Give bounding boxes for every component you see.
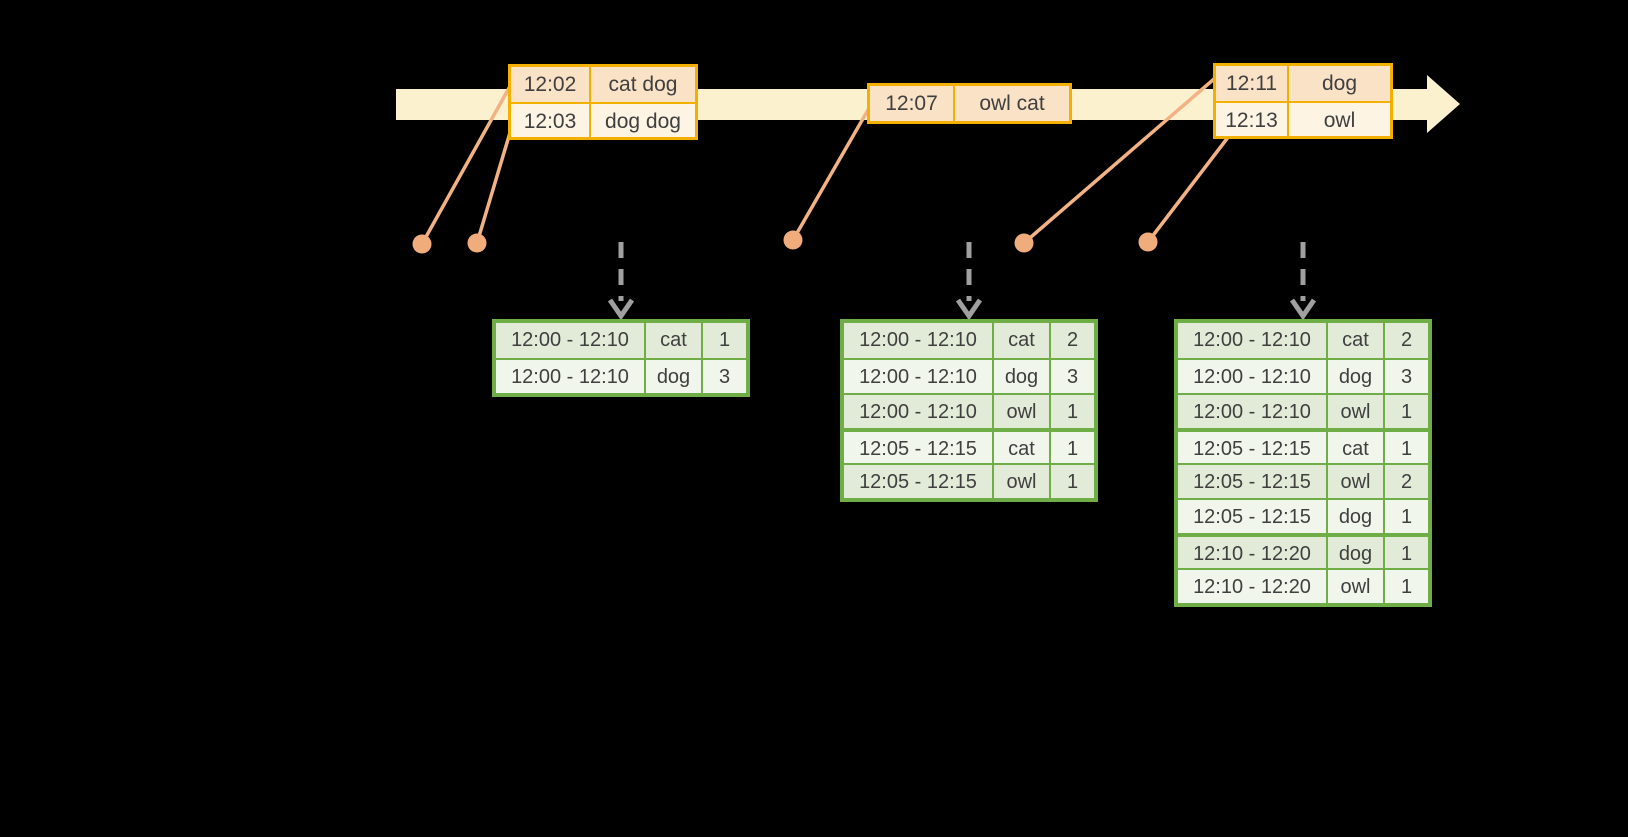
event-row: 12:11 dog bbox=[1216, 66, 1390, 101]
table-row: 12:00 - 12:10 cat 1 bbox=[496, 323, 746, 358]
window-cell: 12:05 - 12:15 bbox=[1178, 432, 1328, 467]
table-row: 12:05 - 12:15 owl 2 bbox=[1178, 463, 1428, 500]
window-cell: 12:05 - 12:15 bbox=[844, 432, 994, 467]
word-cell: owl bbox=[1328, 395, 1385, 430]
window-cell: 12:10 - 12:20 bbox=[1178, 570, 1328, 605]
window-cell: 12:00 - 12:10 bbox=[496, 323, 646, 358]
window-cell: 12:00 - 12:10 bbox=[844, 360, 994, 395]
event-dot-icon bbox=[1014, 233, 1034, 253]
word-cell: dog bbox=[1328, 537, 1385, 572]
window-cell: 12:05 - 12:15 bbox=[844, 465, 994, 500]
event-words: cat dog bbox=[608, 73, 678, 96]
count-cell: 1 bbox=[1066, 438, 1079, 460]
down-arrowhead-icon bbox=[607, 298, 635, 321]
window-cell: 12:00 - 12:10 bbox=[496, 360, 646, 395]
event-row: 12:02 cat dog bbox=[511, 67, 695, 102]
event-dot-icon bbox=[412, 234, 432, 254]
table-row: 12:00 - 12:10 dog 3 bbox=[496, 358, 746, 395]
word-cell: cat bbox=[1328, 432, 1385, 467]
count-cell: 3 bbox=[718, 366, 731, 388]
window-cell: 12:10 - 12:20 bbox=[1178, 537, 1328, 572]
event-row: 12:07 owl cat bbox=[870, 86, 1069, 121]
table-row: 12:05 - 12:15 dog 1 bbox=[1178, 498, 1428, 535]
event-time: 12:02 bbox=[511, 67, 591, 102]
table-row: 12:00 - 12:10 owl 1 bbox=[844, 393, 1094, 430]
word-cell: cat bbox=[994, 432, 1051, 467]
event-dot-icon bbox=[783, 230, 803, 250]
count-cell: 2 bbox=[1400, 471, 1413, 493]
word-cell: dog bbox=[646, 360, 703, 395]
window-cell: 12:05 - 12:15 bbox=[1178, 500, 1328, 535]
count-cell: 1 bbox=[1066, 401, 1079, 423]
leader-line bbox=[1022, 77, 1216, 245]
word-cell: dog bbox=[994, 360, 1051, 395]
word-cell: owl bbox=[994, 465, 1051, 500]
window-cell: 12:00 - 12:10 bbox=[844, 395, 994, 430]
count-cell: 1 bbox=[1400, 576, 1413, 598]
count-cell: 1 bbox=[1400, 506, 1413, 528]
event-box-1211: 12:11 dog 12:13 owl bbox=[1213, 63, 1393, 139]
event-words: owl cat bbox=[979, 92, 1045, 115]
count-cell: 2 bbox=[1400, 329, 1413, 351]
table-row: 12:05 - 12:15 cat 1 bbox=[844, 428, 1094, 467]
count-cell: 1 bbox=[1066, 471, 1079, 493]
count-cell: 1 bbox=[1400, 438, 1413, 460]
count-cell: 1 bbox=[1400, 401, 1413, 423]
word-cell: owl bbox=[994, 395, 1051, 430]
word-cell: owl bbox=[1328, 570, 1385, 605]
window-cell: 12:00 - 12:10 bbox=[1178, 360, 1328, 395]
table-row: 12:00 - 12:10 cat 2 bbox=[844, 323, 1094, 358]
count-cell: 1 bbox=[718, 329, 731, 351]
word-cell: dog bbox=[1328, 360, 1385, 395]
result-table-2: 12:00 - 12:10 cat 2 12:00 - 12:10 dog 3 … bbox=[840, 319, 1098, 502]
count-cell: 3 bbox=[1400, 366, 1413, 388]
table-row: 12:00 - 12:10 cat 2 bbox=[1178, 323, 1428, 358]
count-cell: 3 bbox=[1066, 366, 1079, 388]
window-cell: 12:00 - 12:10 bbox=[1178, 323, 1328, 358]
window-cell: 12:00 - 12:10 bbox=[844, 323, 994, 358]
table-row: 12:05 - 12:15 owl 1 bbox=[844, 463, 1094, 500]
leader-lines bbox=[420, 77, 1231, 246]
leader-line bbox=[1146, 134, 1231, 244]
table-row: 12:00 - 12:10 owl 1 bbox=[1178, 393, 1428, 430]
table-row: 12:05 - 12:15 cat 1 bbox=[1178, 428, 1428, 467]
timeline-arrowhead-icon bbox=[1427, 75, 1460, 133]
word-cell: cat bbox=[646, 323, 703, 358]
result-table-1: 12:00 - 12:10 cat 1 12:00 - 12:10 dog 3 bbox=[492, 319, 750, 397]
event-row: 12:13 owl bbox=[1216, 101, 1390, 138]
event-box-1202: 12:02 cat dog 12:03 dog dog bbox=[508, 64, 698, 140]
leader-line bbox=[420, 86, 511, 246]
result-table-3: 12:00 - 12:10 cat 2 12:00 - 12:10 dog 3 … bbox=[1174, 319, 1432, 607]
event-dot-icon bbox=[467, 233, 487, 253]
event-dot-icon bbox=[1138, 232, 1158, 252]
count-cell: 2 bbox=[1066, 329, 1079, 351]
event-time: 12:07 bbox=[870, 86, 955, 121]
event-time: 12:13 bbox=[1216, 103, 1289, 138]
table-row: 12:10 - 12:20 dog 1 bbox=[1178, 533, 1428, 572]
window-cell: 12:05 - 12:15 bbox=[1178, 465, 1328, 500]
word-cell: cat bbox=[1328, 323, 1385, 358]
event-time: 12:11 bbox=[1216, 66, 1289, 101]
leader-line bbox=[791, 108, 870, 242]
trigger-arrows bbox=[607, 242, 1317, 321]
down-arrowhead-icon bbox=[955, 298, 983, 321]
count-cell: 1 bbox=[1400, 543, 1413, 565]
table-row: 12:10 - 12:20 owl 1 bbox=[1178, 568, 1428, 605]
table-row: 12:00 - 12:10 dog 3 bbox=[1178, 358, 1428, 395]
leader-line bbox=[475, 124, 514, 245]
event-words: dog dog bbox=[605, 110, 681, 133]
window-cell: 12:00 - 12:10 bbox=[1178, 395, 1328, 430]
down-arrowhead-icon bbox=[1289, 298, 1317, 321]
word-cell: owl bbox=[1328, 465, 1385, 500]
word-cell: cat bbox=[994, 323, 1051, 358]
event-row: 12:03 dog dog bbox=[511, 102, 695, 139]
event-words: owl bbox=[1323, 109, 1356, 132]
event-words: dog bbox=[1321, 72, 1358, 95]
event-box-1207: 12:07 owl cat bbox=[867, 83, 1072, 124]
event-time: 12:03 bbox=[511, 104, 591, 139]
table-row: 12:00 - 12:10 dog 3 bbox=[844, 358, 1094, 395]
word-cell: dog bbox=[1328, 500, 1385, 535]
event-dots bbox=[412, 230, 1158, 254]
